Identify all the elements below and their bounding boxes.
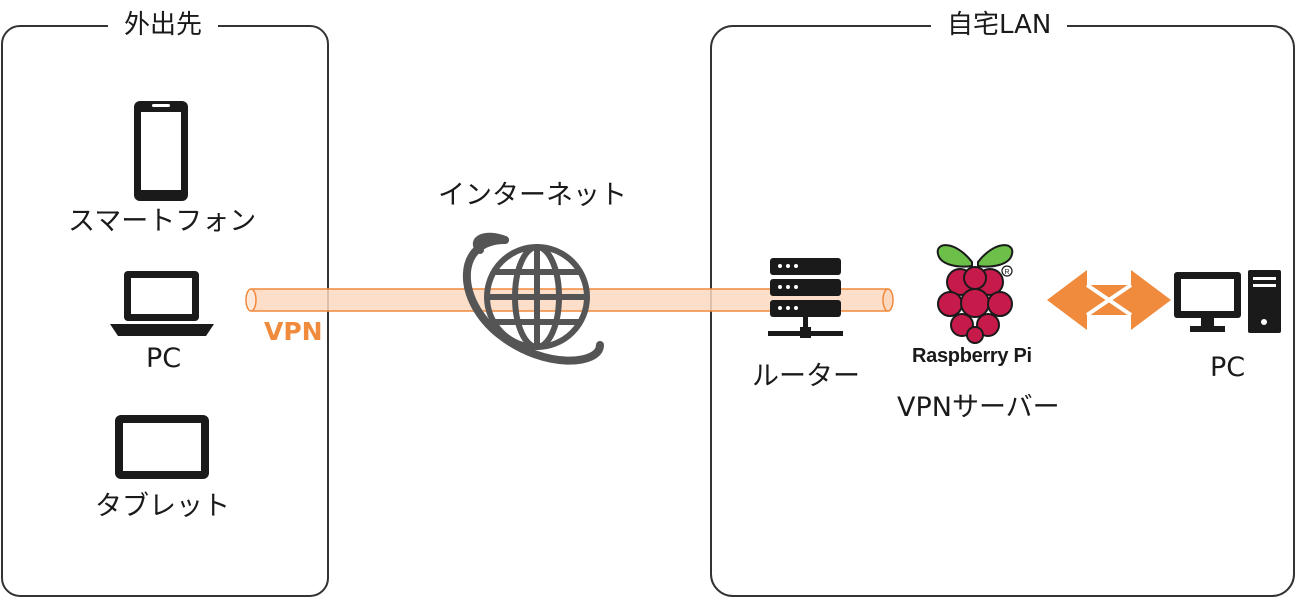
outside-group-title: 外出先 [108, 10, 219, 40]
tablet-label: タブレット [95, 491, 230, 522]
router-label: ルーター [752, 361, 860, 392]
laptop-label: PC [146, 343, 182, 374]
home-group-title: 自宅LAN [931, 10, 1068, 40]
desktop-pc-icon [1174, 270, 1281, 333]
smartphone-icon [134, 101, 188, 201]
raspberry-pi-brand: Raspberry Pi [912, 345, 1032, 367]
vpn-server-label: VPNサーバー [897, 392, 1060, 423]
desktop-label: PC [1210, 352, 1246, 383]
laptop-icon [110, 271, 214, 336]
globe-icon [462, 232, 604, 365]
bidirectional-arrow-icon [1047, 270, 1171, 330]
svg-text:R: R [1004, 269, 1009, 276]
vpn-tunnel-label: VPN [264, 317, 323, 346]
smartphone-label: スマートフォン [68, 206, 257, 237]
router-icon [768, 258, 843, 338]
raspberry-pi-icon: R [936, 244, 1014, 344]
internet-label: インターネット [438, 180, 627, 211]
tablet-icon [115, 415, 209, 479]
